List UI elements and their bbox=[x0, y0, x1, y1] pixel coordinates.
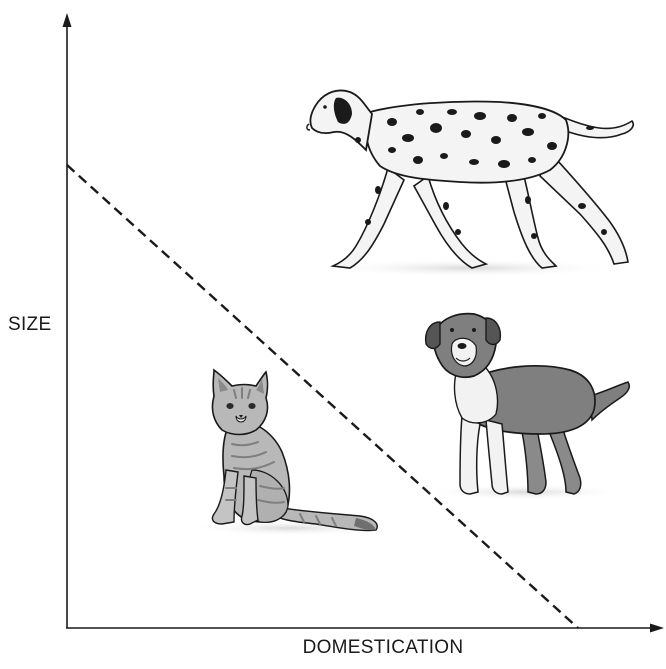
y-axis-label: SIZE bbox=[8, 314, 52, 335]
y-axis-arrow-icon bbox=[62, 13, 72, 27]
cat-icon bbox=[190, 368, 390, 536]
dashed-divider-line bbox=[66, 164, 579, 629]
x-axis-arrow-icon bbox=[650, 623, 664, 633]
dalmatian-icon bbox=[306, 89, 635, 277]
x-axis-label: DOMESTICATION bbox=[302, 637, 464, 658]
dog-icon bbox=[424, 312, 631, 500]
